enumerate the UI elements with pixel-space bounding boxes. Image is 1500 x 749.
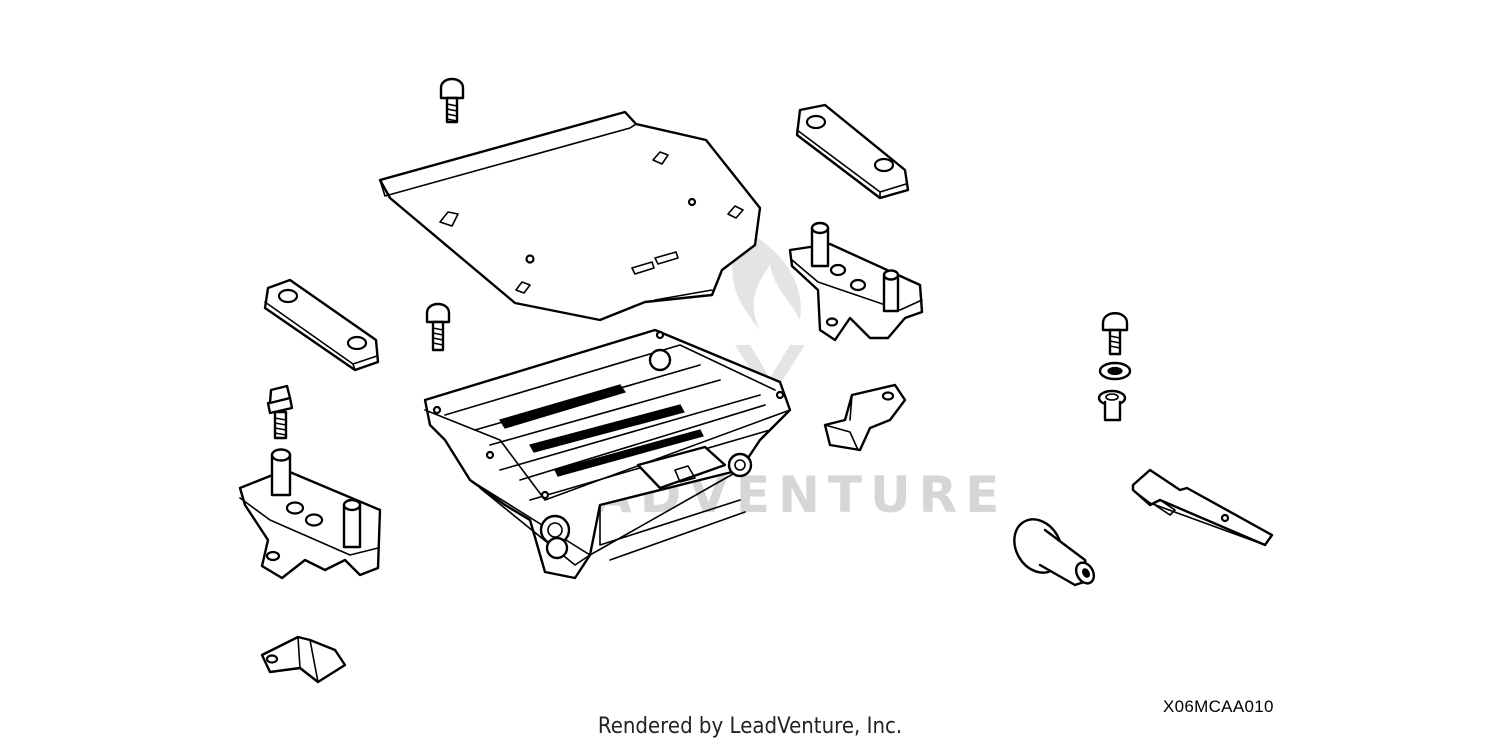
spacer-block-left [263,278,380,372]
bolt-washer-set [1097,312,1132,422]
flange-bolt-left [266,384,294,440]
spacer-block-right [795,103,910,200]
diagram-code: X06MCAA010 [1163,697,1274,716]
credit-text: Rendered by LeadVenture, Inc. [597,714,903,739]
bracket-left [238,448,382,580]
watermark-flame-logo [732,230,805,400]
bolt-middle [425,302,451,352]
seat-rail-frame [423,328,792,580]
flat-plate [1131,468,1274,547]
bracket-right [788,221,924,342]
clip-right [823,383,907,452]
clip-left [260,635,347,684]
bolt-top [439,77,465,124]
seat-base-plate [378,110,762,322]
grommet [1013,518,1096,587]
